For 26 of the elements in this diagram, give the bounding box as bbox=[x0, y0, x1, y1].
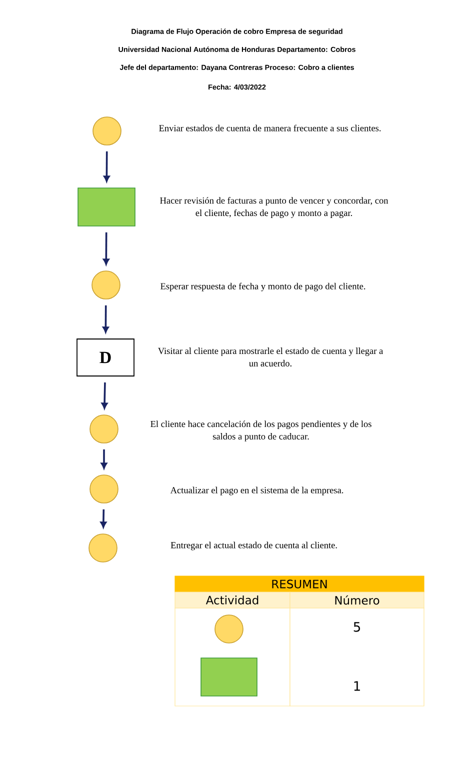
arrow bbox=[100, 449, 108, 469]
step-description: Hacer revisión de facturas a punto de vencer y concordar, con el cliente, fechas de pago y monto a pagar. bbox=[160, 197, 388, 218]
step-description: Enviar estados de cuenta de manera frecuente a sus clientes. bbox=[159, 124, 381, 132]
arrow bbox=[103, 232, 110, 265]
label: 1 bbox=[354, 681, 360, 691]
label: 5 bbox=[354, 622, 360, 632]
process-box bbox=[78, 188, 136, 226]
operation-circle bbox=[90, 474, 118, 504]
step-description: Entregar el actual estado de cuenta al cliente. bbox=[170, 542, 337, 550]
operation-circle bbox=[90, 414, 118, 444]
operation-circle bbox=[88, 534, 118, 562]
table-cell: 5 1 bbox=[290, 608, 424, 706]
step-description: Actualizar el pago en el sistema de la empresa. bbox=[170, 486, 344, 496]
table-title-cell: RESUMEN bbox=[174, 576, 424, 592]
operation-circle bbox=[92, 270, 120, 300]
arrow bbox=[100, 509, 107, 528]
arrow bbox=[102, 305, 109, 333]
delay-box: D bbox=[76, 338, 134, 376]
operation-circle bbox=[92, 116, 122, 146]
step-description: Esperar respuesta de fecha y monto de pago del cliente. bbox=[160, 282, 366, 292]
arrow bbox=[104, 151, 110, 182]
arrow bbox=[101, 382, 108, 409]
column-header: Actividad bbox=[174, 592, 290, 608]
column-header: Número bbox=[290, 592, 424, 608]
step-description: El cliente hace cancelación de los pagos pendientes y de los saldos a punto de caducar. bbox=[150, 420, 372, 442]
step-description: Visitar al cliente para mostrarle el estado de cuenta y llegar a un acuerdo. bbox=[158, 348, 383, 366]
